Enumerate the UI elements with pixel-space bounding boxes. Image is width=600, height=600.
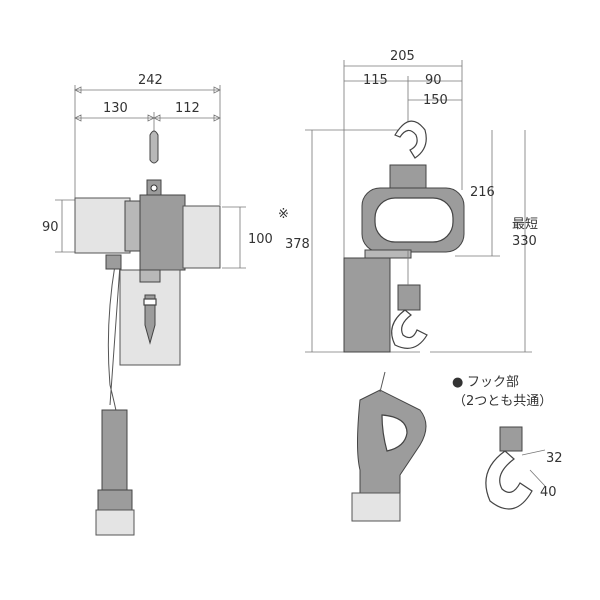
front-right-width: 112: [175, 101, 200, 116]
side-min-label: 最短: [512, 217, 538, 232]
side-mark: ※: [278, 207, 289, 222]
hook-detail-subtitle: （2つとも共通）: [453, 394, 552, 409]
side-left-part: 115: [363, 73, 388, 88]
side-overall-width: 205: [390, 49, 415, 64]
hook-detail-hook: [485, 450, 533, 510]
side-top-hook: [394, 120, 427, 159]
hook-detail-throat: 32: [546, 451, 563, 466]
side-hook-height: 216: [470, 185, 495, 200]
front-left-housing: [74, 197, 131, 254]
side-hook-offset: 150: [423, 93, 448, 108]
front-overall-width: 242: [138, 73, 163, 88]
hook-detail-width: 40: [540, 485, 557, 500]
side-view: 205 115 90 150 ※ 378 216 最短 330: [278, 49, 538, 522]
front-right-height: 100: [248, 232, 273, 247]
side-top-dimensions: [343, 60, 463, 258]
front-pendant: [101, 409, 128, 496]
front-left-width: 130: [103, 101, 128, 116]
side-chain-bucket: [343, 257, 391, 353]
front-center-body: [139, 194, 186, 271]
side-bottom-hook: [391, 309, 428, 349]
side-total-height: 378: [285, 237, 310, 252]
front-top-dimensions: [74, 85, 221, 205]
front-view: 242 130 112 90 100: [42, 73, 273, 536]
front-left-height: 90: [42, 220, 59, 235]
hook-detail-bullet: ●: [452, 375, 463, 390]
hook-detail: ● フック部 （2つとも共通） 32 40: [452, 375, 563, 510]
front-top-hook: [146, 130, 162, 199]
front-right-housing: [182, 205, 221, 269]
side-right-part: 90: [425, 73, 442, 88]
front-pendant-cable: [107, 264, 121, 421]
hook-detail-title: フック部: [467, 375, 519, 390]
side-min-height: 330: [512, 234, 537, 249]
side-height-dimensions: [305, 129, 532, 353]
